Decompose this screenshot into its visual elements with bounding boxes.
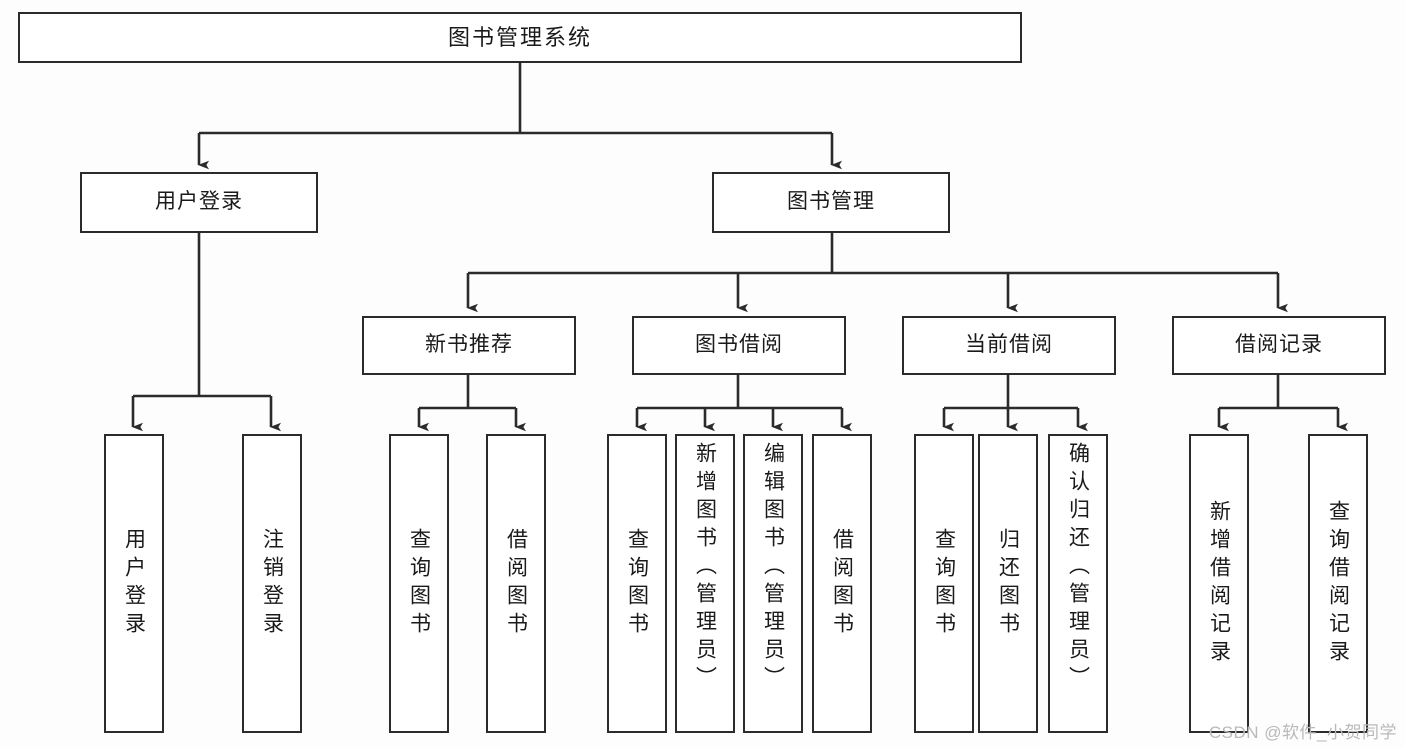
node-label: 编辑图书（管理员） [761,442,785,694]
node-leaf-edit-book-admin[interactable]: 编辑图书（管理员） [743,434,803,733]
node-leaf-query-book-current[interactable]: 查询图书 [914,434,974,733]
node-leaf-confirm-return-admin[interactable]: 确认归还（管理员） [1048,434,1108,733]
node-leaf-add-borrow-record[interactable]: 新增借阅记录 [1189,434,1249,733]
node-new-book-recommend[interactable]: 新书推荐 [362,316,576,375]
node-label: 用户登录 [155,190,243,214]
node-borrow-record[interactable]: 借阅记录 [1172,316,1386,375]
node-label: 借阅图书 [830,527,854,640]
node-label: 新书推荐 [425,333,513,357]
node-current-borrow[interactable]: 当前借阅 [902,316,1116,375]
node-label: 确认归还（管理员） [1066,442,1090,694]
csdn-watermark: CSDN @软件_小贺同学 [1208,723,1397,742]
node-leaf-user-logout[interactable]: 注销登录 [242,434,302,733]
node-leaf-add-book-admin[interactable]: 新增图书（管理员） [675,434,735,733]
node-root-book-management-system[interactable]: 图书管理系统 [18,12,1022,63]
node-leaf-query-book-recommend[interactable]: 查询图书 [389,434,449,733]
node-label: 用户登录 [122,527,146,640]
node-leaf-query-book-borrow[interactable]: 查询图书 [607,434,667,733]
node-label: 借阅图书 [504,527,528,640]
node-label: 查询借阅记录 [1326,499,1350,668]
node-label: 新增借阅记录 [1207,499,1231,668]
node-user-login[interactable]: 用户登录 [80,172,318,233]
node-label: 查询图书 [625,527,649,640]
node-label: 归还图书 [996,527,1020,640]
node-label: 当前借阅 [965,333,1053,357]
node-book-management[interactable]: 图书管理 [712,172,950,233]
node-leaf-return-book[interactable]: 归还图书 [978,434,1038,733]
node-label: 图书借阅 [695,333,783,357]
node-label: 查询图书 [932,527,956,640]
node-leaf-query-borrow-record[interactable]: 查询借阅记录 [1308,434,1368,733]
node-book-borrow[interactable]: 图书借阅 [632,316,846,375]
node-leaf-borrow-book[interactable]: 借阅图书 [812,434,872,733]
node-label: 查询图书 [407,527,431,640]
node-label: 新增图书（管理员） [693,442,717,694]
node-leaf-user-login[interactable]: 用户登录 [104,434,164,733]
node-label: 图书管理系统 [447,24,592,50]
node-label: 注销登录 [260,527,284,640]
node-leaf-borrow-book-recommend[interactable]: 借阅图书 [486,434,546,733]
node-label: 借阅记录 [1235,333,1323,357]
node-label: 图书管理 [787,190,875,214]
